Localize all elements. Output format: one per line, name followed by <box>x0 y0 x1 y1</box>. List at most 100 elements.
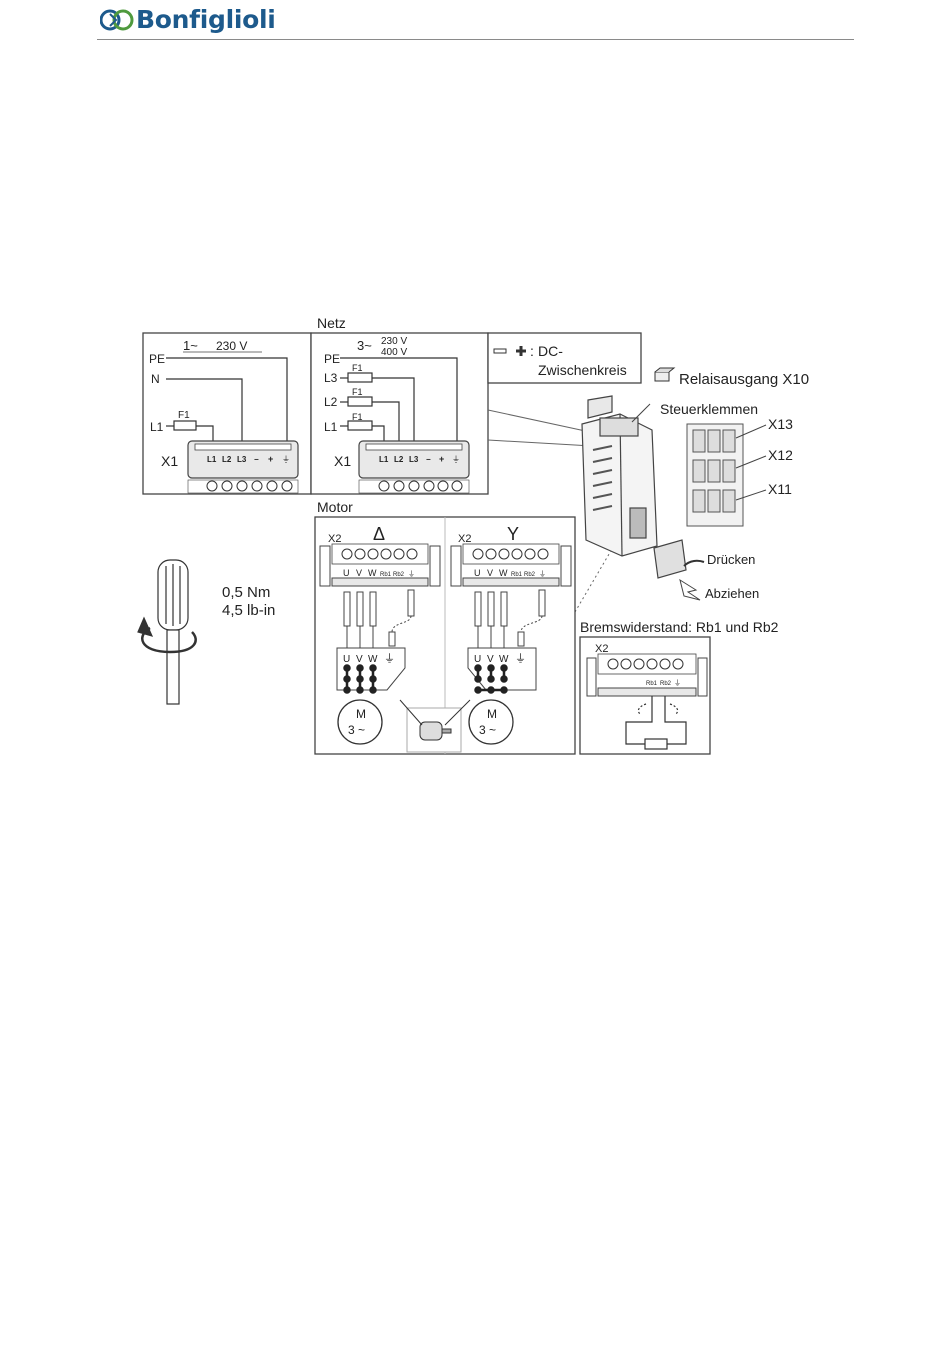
x2-label-brake: X2 <box>595 643 608 655</box>
terminal-minus-2: − <box>426 455 431 464</box>
dc-colon: : <box>530 343 534 359</box>
relay-icon <box>654 367 676 382</box>
x2-block-delta <box>319 543 441 587</box>
term-u-delta: U <box>343 568 350 578</box>
terminal-ground-2: ⏚ <box>452 455 460 464</box>
x2-label-delta: X2 <box>328 533 341 545</box>
brand-name: Bonfiglioli <box>136 5 276 34</box>
term-ground-delta: ⏚ <box>408 570 415 578</box>
fuse-f1-1: F1 <box>178 410 190 421</box>
motor-v-star: V <box>487 654 494 665</box>
motor-m-delta: M <box>356 707 366 721</box>
star-symbol: Y <box>507 524 519 544</box>
x1-label-2: X1 <box>334 453 351 469</box>
x11-label: X11 <box>768 481 792 497</box>
motor-w-star: W <box>499 654 509 665</box>
bonfiglioli-logo-icon <box>100 9 134 31</box>
dc-note-box <box>487 332 642 384</box>
x12-label: X12 <box>768 447 793 463</box>
delta-bridges <box>343 664 377 694</box>
fuse-f1-2c: F1 <box>352 412 363 422</box>
dc-note-line1: DC- <box>538 343 563 359</box>
page-header: Bonfiglioli <box>0 0 950 45</box>
screwdriver-icon <box>137 559 197 705</box>
single-phase-wires <box>166 357 288 447</box>
press-label: Drücken <box>707 552 755 567</box>
brake-term-rb2: Rb2 <box>660 681 672 687</box>
motor-picture-icon <box>399 699 471 741</box>
x1-label-1: X1 <box>161 453 178 469</box>
control-terminals-label: Steuerklemmen <box>660 401 758 417</box>
motor-w-delta: W <box>368 654 378 665</box>
terminal-l1-2: L1 <box>379 455 389 464</box>
x1-block-2 <box>358 440 470 494</box>
three-phase-voltage-1: 230 V <box>381 336 407 347</box>
x13-label: X13 <box>768 416 793 432</box>
motor-circle-delta <box>337 699 383 745</box>
three-phase-wires <box>340 357 458 447</box>
wire-pe-2: PE <box>324 352 340 366</box>
wire-l3-2: L3 <box>324 371 338 385</box>
press-arrow-icon <box>683 559 705 567</box>
motor-u-star: U <box>474 654 481 665</box>
terminal-plus-2: + <box>439 454 444 464</box>
wire-l1-1: L1 <box>150 420 164 434</box>
x1-block-1 <box>187 440 299 494</box>
netz-title: Netz <box>317 315 346 331</box>
x2-block-brake <box>586 653 708 697</box>
x2-block-star <box>450 543 572 587</box>
term-ground-star: ⏚ <box>539 570 546 578</box>
terminal-l2-2: L2 <box>394 455 404 464</box>
motor-3phase-delta: 3 ~ <box>348 723 365 737</box>
minus-icon <box>493 348 507 354</box>
three-phase-voltage-2: 400 V <box>381 347 407 358</box>
fuse-f1-2a: F1 <box>352 363 363 373</box>
motor-m-star: M <box>487 707 497 721</box>
control-terminals-pointer <box>631 403 651 423</box>
delta-symbol: Δ <box>373 524 385 544</box>
pull-label: Abziehen <box>705 586 759 601</box>
single-phase-label: 1~ <box>183 338 198 353</box>
terminal-l2-1: L2 <box>222 455 232 464</box>
torque-lbin: 4,5 lb-in <box>222 602 275 619</box>
wire-l1-2: L1 <box>324 420 338 434</box>
star-bridges <box>474 664 508 694</box>
torque-nm: 0,5 Nm <box>222 584 270 601</box>
motor-title: Motor <box>317 499 353 515</box>
term-v-star: V <box>487 568 493 578</box>
wire-n-1: N <box>151 372 160 386</box>
term-u-star: U <box>474 568 481 578</box>
term-rb2-star: Rb2 <box>524 572 536 578</box>
wire-pe-1: PE <box>149 352 165 366</box>
term-rb1-delta: Rb1 <box>380 572 392 578</box>
terminal-ground-1: ⏚ <box>282 455 290 464</box>
terminal-l1-1: L1 <box>207 455 217 464</box>
terminal-l3-2: L3 <box>409 455 419 464</box>
brake-term-ground: ⏚ <box>674 679 681 687</box>
header-rule <box>97 39 854 40</box>
pull-arrow-icon <box>679 578 701 601</box>
wire-l2-2: L2 <box>324 395 338 409</box>
term-v-delta: V <box>356 568 362 578</box>
brake-title: Bremswiderstand: Rb1 und Rb2 <box>580 619 779 635</box>
x2-label-star: X2 <box>458 533 471 545</box>
terminal-minus-1: − <box>254 455 259 464</box>
terminal-plus-1: + <box>268 454 273 464</box>
callout-lines <box>487 409 623 613</box>
single-phase-voltage: 230 V <box>216 339 247 353</box>
motor-u-delta: U <box>343 654 350 665</box>
motor-ground-star: ⏚ <box>515 652 526 665</box>
term-w-delta: W <box>368 568 377 578</box>
brake-term-rb1: Rb1 <box>646 681 658 687</box>
motor-3phase-star: 3 ~ <box>479 723 496 737</box>
motor-circle-star <box>468 699 514 745</box>
terminal-pointers <box>735 424 767 501</box>
plus-icon <box>516 346 526 356</box>
term-rb2-delta: Rb2 <box>393 572 405 578</box>
fuse-f1-2b: F1 <box>352 387 363 397</box>
motor-v-delta: V <box>356 654 363 665</box>
terminal-l3-1: L3 <box>237 455 247 464</box>
control-terminal-detail <box>686 423 744 527</box>
relay-output-label: Relaisausgang X10 <box>679 371 809 388</box>
